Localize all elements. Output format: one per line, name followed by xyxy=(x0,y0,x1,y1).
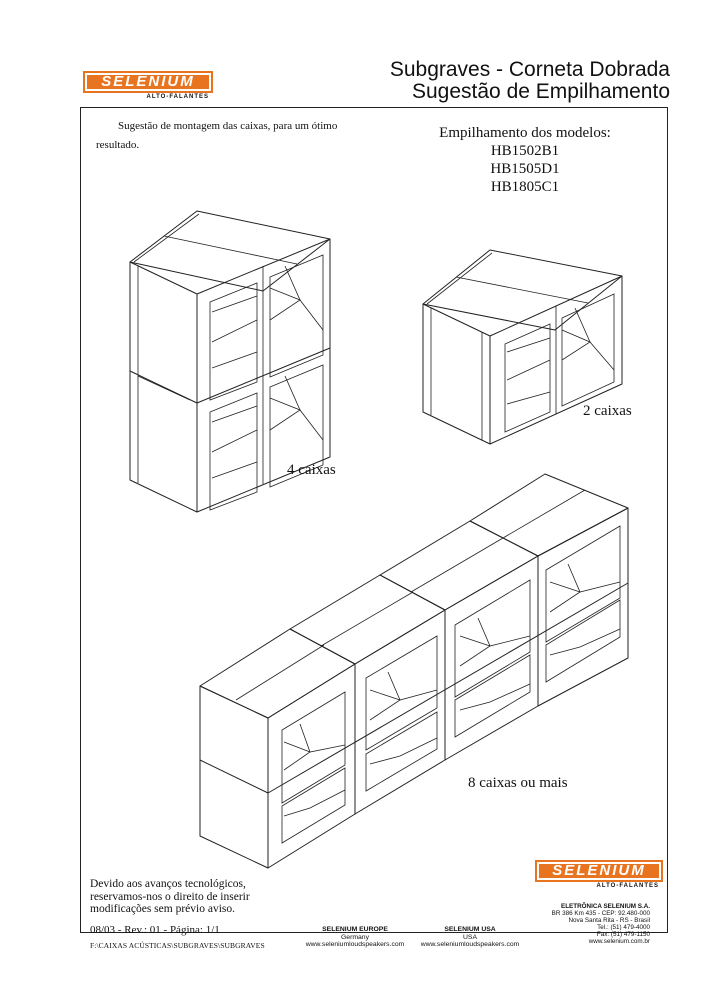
disclaimer-line: Devido aos avanços tecnológicos, xyxy=(90,878,246,890)
page-title: Subgraves - Corneta Dobrada xyxy=(389,58,670,81)
company-address-line: Nova Santa Rita - RS - Brasil xyxy=(568,917,650,924)
models-block: Empilhamento dos modelos: HB1502B1 HB150… xyxy=(400,124,650,196)
disclaimer: Devido aos avanços tecnológicos, reserva… xyxy=(90,878,290,916)
logo-brand: SELENIUM xyxy=(83,71,213,93)
page-subtitle: Sugestão de Empilhamento xyxy=(412,80,670,103)
logo-tagline: ALTO-FALANTES xyxy=(596,883,659,889)
stack-2-boxes-drawing xyxy=(422,249,623,445)
office-usa-country: USA xyxy=(463,933,477,941)
office-usa-web: www.seleniumloudspeakers.com xyxy=(420,941,520,948)
stack-4-boxes-drawing xyxy=(129,210,331,513)
file-path: F:\CAIXAS ACÚSTICAS\SUBGRAVES\SUBGRAVES xyxy=(90,941,265,950)
stack-8-boxes-drawing xyxy=(199,473,629,869)
office-europe: SELENIUM EUROPE Germany www.seleniumloud… xyxy=(300,926,410,949)
model-item: HB1502B1 xyxy=(490,143,560,159)
company-name: ELETRÔNICA SELENIUM S.A. xyxy=(561,903,650,910)
office-europe-web: www.seleniumloudspeakers.com xyxy=(305,941,405,948)
logo-brand: SELENIUM xyxy=(535,860,663,882)
disclaimer-line: modificações sem prévio aviso. xyxy=(90,903,235,915)
office-usa-name: SELENIUM USA xyxy=(444,926,496,933)
selenium-logo-top: SELENIUM ALTO-FALANTES xyxy=(83,71,213,102)
caption-4-boxes: 4 caixas xyxy=(287,462,336,478)
disclaimer-line: reservamos-nos o direito de inserir xyxy=(90,890,250,903)
office-europe-name: SELENIUM EUROPE xyxy=(322,926,388,933)
company-web: www.selenium.com.br xyxy=(588,938,650,945)
company-address: ELETRÔNICA SELENIUM S.A. BR 386 Km 435 -… xyxy=(520,903,650,945)
caption-2-boxes: 2 caixas xyxy=(583,403,632,419)
office-usa: SELENIUM USA USA www.seleniumloudspeaker… xyxy=(410,926,530,949)
company-tel: Tel.: (51) 479-4000 xyxy=(597,924,650,931)
company-fax: Fax: (51) 479-1150 xyxy=(596,931,650,938)
selenium-logo-bottom: SELENIUM ALTO-FALANTES xyxy=(535,860,663,891)
company-address-line: BR 386 Km 435 - CEP: 92.480-000 xyxy=(551,910,650,917)
office-europe-country: Germany xyxy=(341,933,369,941)
caption-8-boxes: 8 caixas ou mais xyxy=(468,775,568,791)
logo-tagline: ALTO-FALANTES xyxy=(146,94,209,100)
model-item: HB1805C1 xyxy=(490,179,560,195)
intro-text: Sugestão de montagem das caixas, para um… xyxy=(96,120,338,151)
content-frame xyxy=(80,107,668,933)
revision-info: 08/03 - Rev.: 01 - Página: 1/1 xyxy=(90,924,220,936)
models-heading: Empilhamento dos modelos: xyxy=(439,125,611,141)
model-item: HB1505D1 xyxy=(490,161,560,177)
